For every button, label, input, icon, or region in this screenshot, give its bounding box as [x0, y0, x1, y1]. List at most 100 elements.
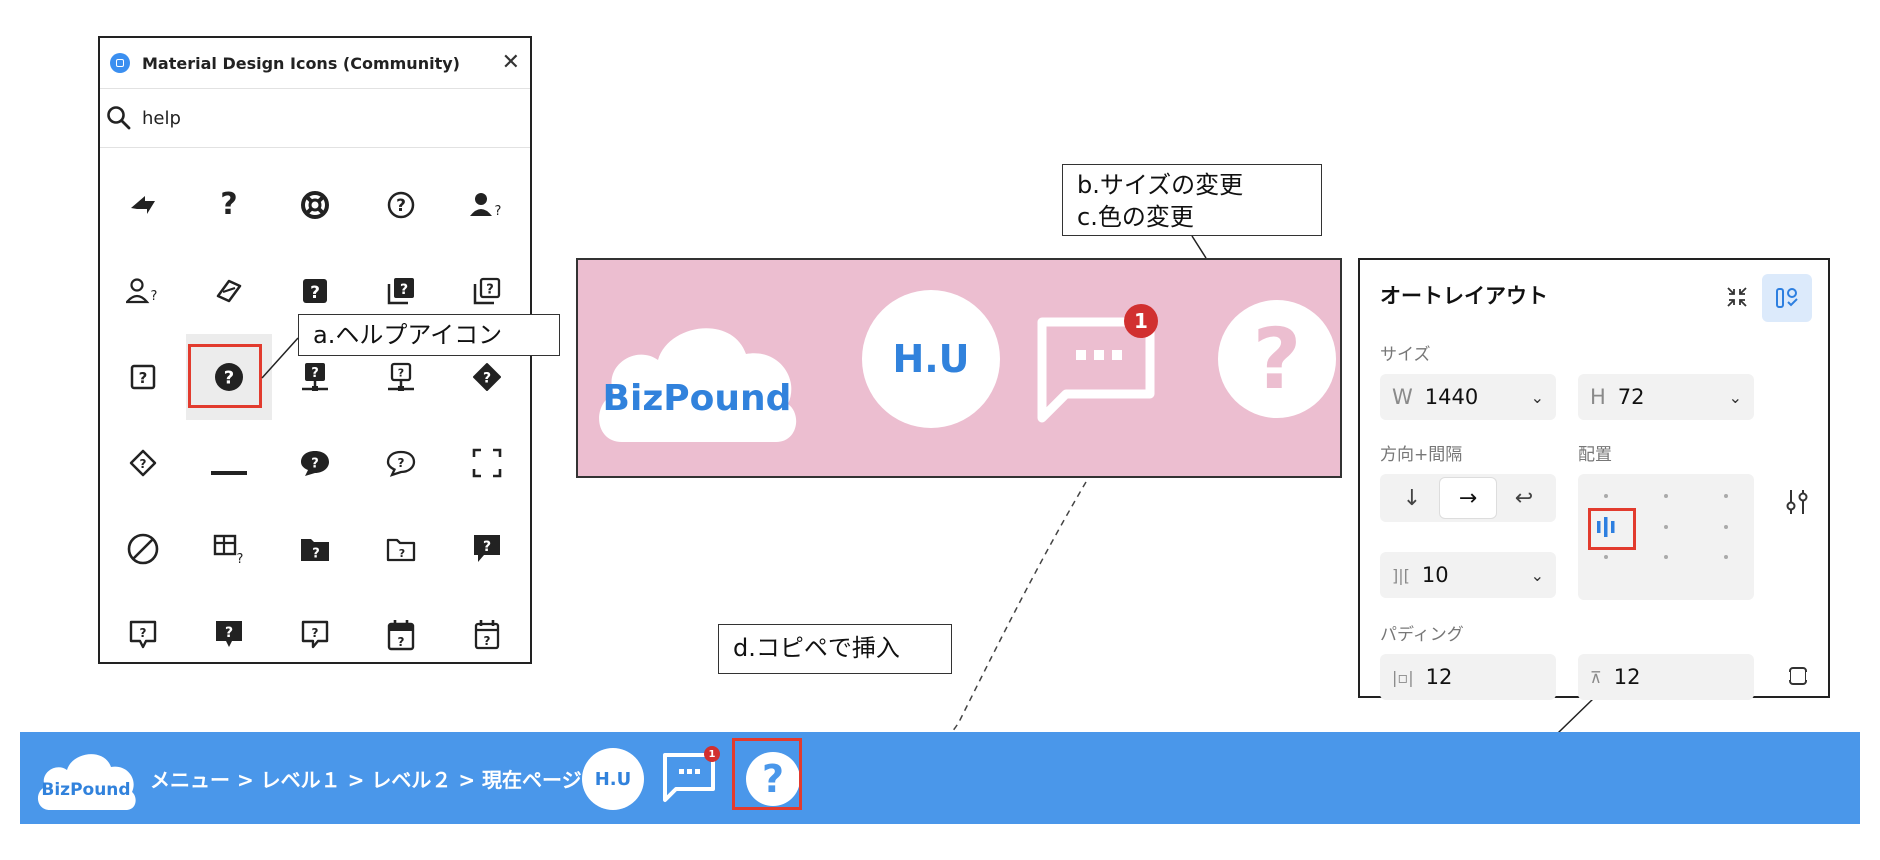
breadcrumb[interactable]: メニュー > レベル１ > レベル２ > 現在ページ [150, 768, 582, 792]
comment-question-icon[interactable]: ? [186, 592, 272, 662]
callout-help-icon: a.ヘルプアイコン [298, 314, 560, 356]
horizontal-direction-icon[interactable]: → [1440, 478, 1496, 518]
size-label: サイズ [1380, 345, 1431, 365]
help-rhombus-outline-icon[interactable]: ? [100, 420, 186, 506]
auto-layout-panel: オートレイアウト サイズ W 1440 ⌄ H 72 ⌄ 方向+間隔 配置 ↓ … [1358, 258, 1830, 700]
width-value: 1440 [1424, 385, 1479, 409]
gap-field[interactable]: ]|[ 10 ⌄ [1380, 552, 1556, 598]
plugin-app-icon [110, 53, 130, 73]
help-network-outline-icon[interactable] [186, 248, 272, 334]
svg-text:?: ? [311, 457, 319, 472]
svg-text:?: ? [483, 371, 491, 387]
padding-label: パディング [1380, 625, 1464, 645]
swap-horizontal-icon[interactable] [100, 162, 186, 248]
chat-question-outline-icon[interactable]: ? [358, 420, 444, 506]
account-question-icon[interactable]: ? [444, 162, 530, 248]
gap-value: 10 [1421, 563, 1449, 587]
folder-question-outline-icon[interactable]: ? [358, 506, 444, 592]
svg-text:?: ? [237, 552, 244, 565]
height-value: 72 [1617, 385, 1645, 409]
alignment-highlight [1588, 508, 1636, 550]
svg-text:?: ? [310, 283, 320, 303]
align-center-icon[interactable] [1594, 516, 1618, 538]
horizontal-padding-value: 12 [1425, 665, 1453, 689]
help-network-icon[interactable]: ? [272, 334, 358, 420]
account-question-outline-icon[interactable]: ? [100, 248, 186, 334]
question-mark-icon[interactable]: ? [220, 187, 238, 222]
auto-layout-title: オートレイアウト [1380, 284, 1548, 308]
width-field[interactable]: W 1440 ⌄ [1380, 374, 1556, 420]
cancel-icon[interactable] [100, 506, 186, 592]
user-avatar[interactable]: H.U [582, 748, 644, 810]
header-preview-zoomed: BizPound H.U 1 ? [576, 258, 1342, 478]
crop-free-icon[interactable] [444, 420, 530, 506]
svg-text:?: ? [140, 626, 147, 640]
svg-text:?: ? [398, 635, 405, 649]
message-question-icon[interactable]: ? [444, 506, 530, 592]
svg-text:?: ? [495, 204, 502, 219]
preview-help-icon[interactable]: ? [1218, 300, 1336, 418]
search-icon [107, 106, 131, 130]
svg-text:?: ? [484, 634, 491, 648]
close-icon[interactable]: ✕ [501, 50, 520, 75]
cloud-logo-icon [599, 328, 797, 442]
minus-icon[interactable] [186, 420, 272, 506]
help-box-outline-icon[interactable]: ? [100, 334, 186, 420]
svg-text:?: ? [399, 547, 405, 560]
chat-question-icon[interactable]: ? [272, 420, 358, 506]
vertical-direction-icon[interactable]: ↓ [1402, 485, 1422, 511]
table-question-icon[interactable]: ? [186, 506, 272, 592]
chevron-down-icon[interactable]: ⌄ [1728, 387, 1742, 407]
lifebuoy-icon[interactable] [272, 162, 358, 248]
message-question-outline-icon[interactable]: ? [100, 592, 186, 662]
direction-segmented-control: ↓ → ↩ [1380, 474, 1556, 522]
calendar-question-outline-icon[interactable]: ? [444, 592, 530, 662]
calendar-question-icon[interactable]: ? [358, 592, 444, 662]
app-header-bar: BizPound メニュー > レベル１ > レベル２ > 現在ページ H.U … [20, 732, 1860, 824]
plugin-title: Material Design Icons (Community) [142, 53, 460, 73]
svg-text:?: ? [225, 625, 233, 641]
help-box-multiple-outline-icon[interactable]: ? [444, 248, 530, 334]
callout-size-change: b.サイズの変更 [1077, 171, 1244, 199]
svg-text:?: ? [398, 456, 405, 470]
svg-text:?: ? [312, 547, 320, 562]
plugin-titlebar: Material Design Icons (Community) ✕ [100, 38, 530, 89]
advanced-settings-icon[interactable] [1784, 488, 1810, 516]
chevron-down-icon[interactable]: ⌄ [1530, 387, 1544, 407]
horizontal-padding-icon: |▫| [1392, 667, 1414, 687]
svg-text:?: ? [483, 539, 491, 555]
individual-padding-icon[interactable] [1786, 664, 1810, 688]
align-label: 配置 [1578, 445, 1612, 465]
icon-search-input[interactable] [140, 106, 444, 130]
preview-avatar[interactable]: H.U [862, 290, 1000, 428]
height-prefix: H [1590, 385, 1606, 409]
folder-question-icon[interactable]: ? [272, 506, 358, 592]
width-prefix: W [1392, 385, 1413, 409]
header-cloud-logo-icon[interactable] [34, 742, 138, 812]
help-circle-outline-icon[interactable]: ? [358, 162, 444, 248]
callout-copy-paste: d.コピペで挿入 [718, 624, 952, 674]
vertical-padding-field[interactable]: ⊼ 12 [1578, 654, 1754, 700]
help-network-outline-icon-2[interactable]: ? [358, 334, 444, 420]
comment-question-outline-icon[interactable]: ? [272, 592, 358, 662]
notification-badge: 1 [704, 746, 720, 762]
svg-text:?: ? [398, 367, 404, 380]
collapse-icon[interactable] [1724, 284, 1750, 310]
height-field[interactable]: H 72 ⌄ [1578, 374, 1754, 420]
svg-text:?: ? [400, 282, 408, 298]
svg-text:?: ? [396, 196, 406, 216]
help-icon[interactable]: ? [746, 752, 800, 806]
horizontal-padding-field[interactable]: |▫| 12 [1380, 654, 1556, 700]
help-rhombus-icon[interactable]: ? [444, 334, 530, 420]
preview-notification-badge: 1 [1124, 304, 1158, 338]
icon-search-bar [100, 89, 530, 148]
help-box-multiple-icon[interactable]: ? [358, 248, 444, 334]
alignment-grid[interactable] [1578, 474, 1754, 600]
help-box-icon[interactable]: ? [272, 248, 358, 334]
direction-label: 方向+間隔 [1380, 445, 1463, 465]
wrap-direction-icon[interactable]: ↩ [1514, 485, 1534, 511]
chevron-down-icon[interactable]: ⌄ [1530, 565, 1544, 585]
layout-settings-toggle[interactable] [1762, 274, 1812, 322]
svg-text:?: ? [140, 457, 147, 471]
svg-text:?: ? [312, 626, 319, 640]
